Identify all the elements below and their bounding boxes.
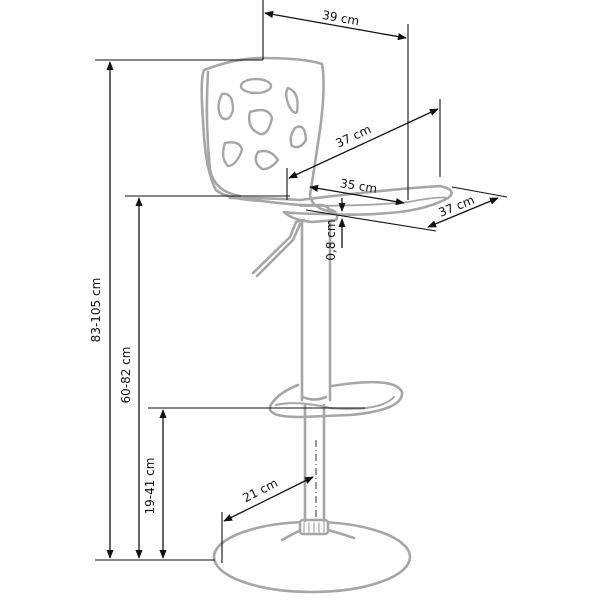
dim-seat-thickness: 0,8 cm bbox=[324, 219, 338, 260]
height-lever bbox=[251, 218, 306, 275]
backrest-hole bbox=[254, 149, 280, 171]
dimension-annotations: 39 cm 37 cm 35 cm 37 cm 0,8 cm 83-105 cm… bbox=[89, 0, 508, 563]
backrest-hole bbox=[247, 108, 274, 136]
dim-seat-diagonal: 37 cm bbox=[333, 122, 373, 150]
dim-footrest-height: 19-41 cm bbox=[143, 458, 157, 515]
backrest-hole bbox=[221, 141, 244, 168]
backrest-hole bbox=[217, 92, 235, 121]
stool-illustration bbox=[200, 56, 453, 594]
gas-lift-column bbox=[300, 220, 332, 402]
lower-column bbox=[303, 403, 326, 523]
backrest-hole bbox=[285, 86, 299, 114]
dim-base-radius: 21 cm bbox=[240, 476, 280, 505]
footrest-ring bbox=[268, 380, 404, 419]
backrest-hole bbox=[239, 77, 273, 95]
dim-seat-height: 60-82 cm bbox=[119, 347, 133, 404]
dim-seat-depth: 35 cm bbox=[339, 176, 378, 196]
dim-backrest-width: 39 cm bbox=[321, 8, 360, 28]
dim-total-height: 83-105 cm bbox=[89, 278, 103, 343]
backrest-hole bbox=[289, 125, 308, 149]
